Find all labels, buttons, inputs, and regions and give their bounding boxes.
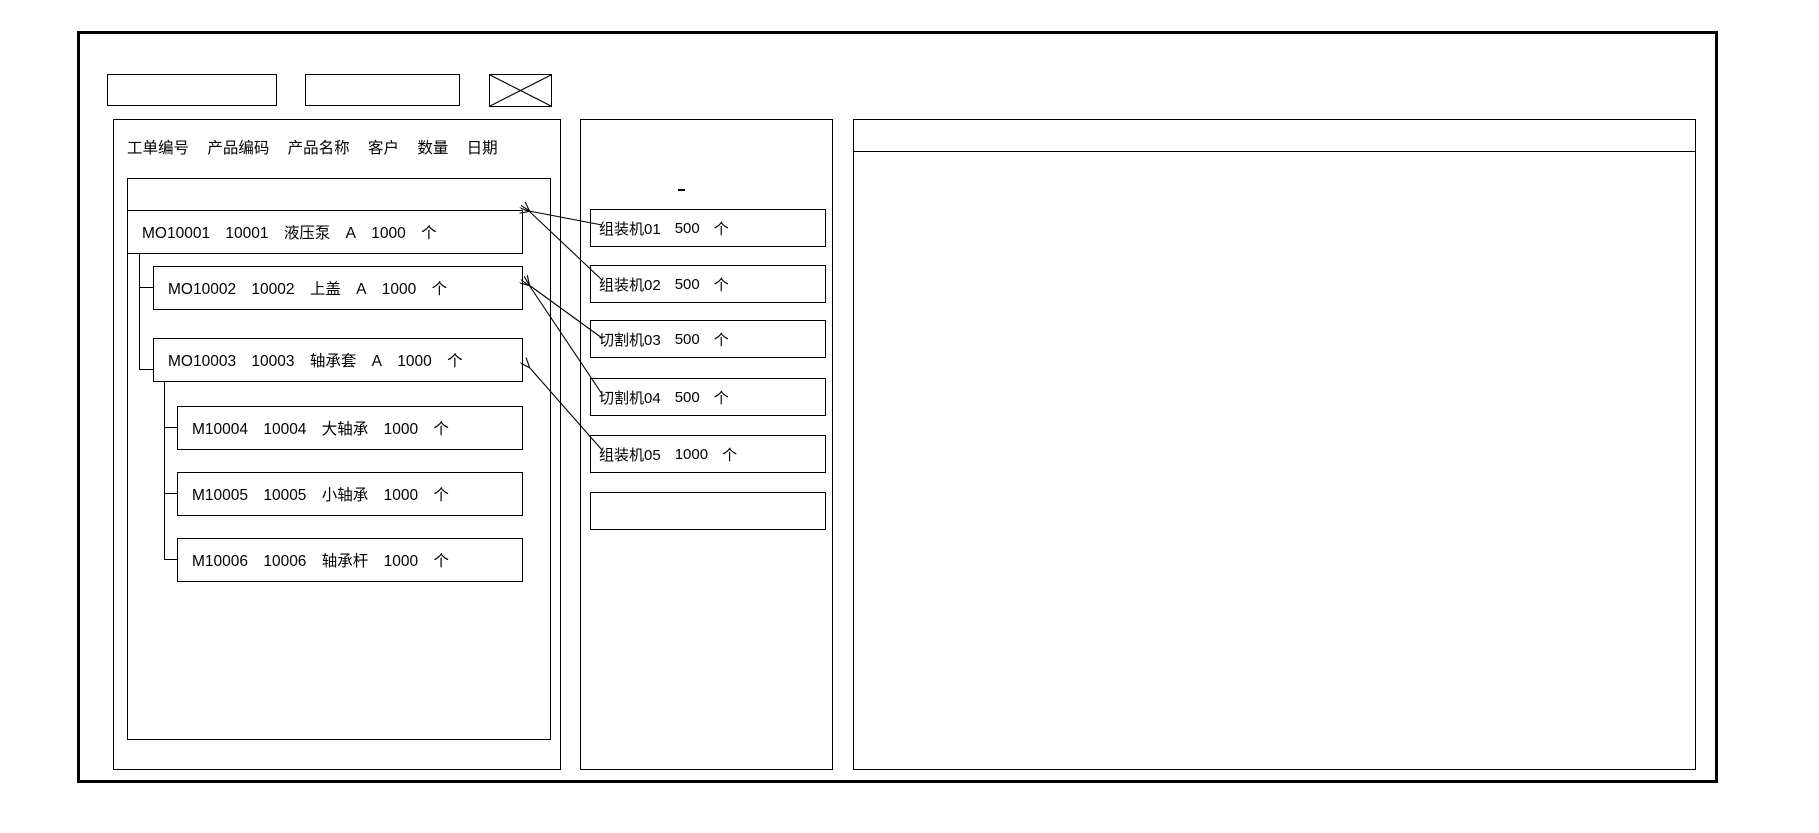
row-customer: A [356,281,367,298]
row-order-no: M10004 [192,421,249,438]
detail-panel [853,119,1696,770]
row-unit: 个 [433,487,449,504]
tree-connector-trunk-root [139,254,140,370]
work-order-row[interactable]: M10006 10006 轴承杆 1000 个 [177,538,523,582]
row-product-name: 上盖 [309,281,341,298]
row-order-no: MO10001 [142,225,211,242]
panel-marker [678,189,685,191]
row-product-name: 轴承杆 [321,553,369,570]
machine-qty: 500 [674,388,700,406]
tree-connector-branch-4 [164,493,177,494]
machine-unit: 个 [722,446,738,464]
row-qty: 1000 [371,225,406,242]
row-customer: A [371,353,382,370]
cross-box-glyph [490,75,551,106]
work-order-row[interactable]: MO10001 10001 液压泵 A 1000 个 [127,210,523,254]
work-order-column-headers: 工单编号 产品编码 产品名称 客户 数量 日期 [114,136,560,160]
column-header-qty: 数量 [417,140,449,157]
machine-name: 切割机04 [599,389,661,407]
column-header-date: 日期 [466,140,498,157]
row-unit: 个 [433,421,449,438]
tree-connector-branch-3 [164,427,177,428]
machine-unit: 个 [713,331,729,349]
row-unit: 个 [433,553,449,570]
machine-qty: 500 [674,275,700,293]
machine-assignment-item-empty[interactable] [590,492,826,530]
machine-name: 组装机01 [599,220,661,238]
machine-assignment-item[interactable]: 组装机02 500 个 [590,265,826,303]
machine-name: 切割机03 [599,331,661,349]
row-unit: 个 [431,281,448,298]
row-product-name: 轴承套 [309,353,357,370]
tree-connector-branch-2 [139,369,153,370]
row-product-code: 10006 [263,553,307,570]
row-qty: 1000 [383,553,419,570]
machine-name: 组装机05 [599,446,661,464]
row-unit: 个 [421,225,437,242]
machine-assignment-item[interactable]: 切割机03 500 个 [590,320,826,358]
row-order-no: M10005 [192,487,249,504]
tree-connector-branch-1 [139,287,153,288]
work-order-row[interactable]: M10005 10005 小轴承 1000 个 [177,472,523,516]
column-header-customer: 客户 [367,140,399,157]
detail-panel-header [854,120,1695,152]
toolbar-field-2[interactable] [305,74,460,106]
row-product-code: 10001 [225,225,269,242]
machine-qty: 500 [674,219,700,237]
work-order-tree-container [127,178,551,740]
row-product-code: 10004 [263,421,307,438]
tree-connector-branch-5 [164,559,177,560]
machine-unit: 个 [713,220,729,238]
machine-assignment-item[interactable]: 切割机04 500 个 [590,378,826,416]
row-product-name: 液压泵 [283,225,331,242]
row-unit: 个 [447,353,463,370]
tree-connector-trunk-child [164,382,165,560]
row-product-code: 10005 [263,487,307,504]
row-product-name: 大轴承 [321,421,369,438]
row-product-code: 10002 [251,281,295,298]
row-order-no: MO10002 [168,281,237,298]
work-order-row[interactable]: MO10002 10002 上盖 A 1000 个 [153,266,523,310]
row-product-name: 小轴承 [321,487,369,504]
row-qty: 1000 [383,487,419,504]
machine-assignment-item[interactable]: 组装机01 500 个 [590,209,826,247]
application-window: 工单编号 产品编码 产品名称 客户 数量 日期 MO10001 10001 液压… [77,31,1718,783]
machine-qty: 500 [674,330,700,348]
column-header-product-code: 产品编码 [207,140,270,157]
image-placeholder-icon[interactable] [489,74,552,107]
row-product-code: 10003 [251,353,295,370]
machine-qty: 1000 [674,445,709,463]
toolbar [107,74,607,107]
detail-panel-body[interactable] [854,152,1695,769]
row-customer: A [345,225,356,242]
machine-unit: 个 [713,276,729,294]
column-header-product-name: 产品名称 [287,140,350,157]
machine-unit: 个 [713,389,729,407]
work-order-panel: 工单编号 产品编码 产品名称 客户 数量 日期 MO10001 10001 液压… [113,119,561,770]
column-header-order-no: 工单编号 [127,140,190,157]
machine-name: 组装机02 [599,276,661,294]
row-order-no: M10006 [192,553,249,570]
machine-assignment-item[interactable]: 组装机05 1000 个 [590,435,826,473]
toolbar-field-1[interactable] [107,74,277,106]
row-order-no: MO10003 [168,353,237,370]
row-qty: 1000 [381,281,417,298]
row-qty: 1000 [383,421,419,438]
work-order-row[interactable]: MO10003 10003 轴承套 A 1000 个 [153,338,523,382]
work-order-row[interactable]: M10004 10004 大轴承 1000 个 [177,406,523,450]
row-qty: 1000 [397,353,432,370]
machine-assignment-panel: 组装机01 500 个 组装机02 500 个 切割机03 500 个 切割机0… [580,119,833,770]
